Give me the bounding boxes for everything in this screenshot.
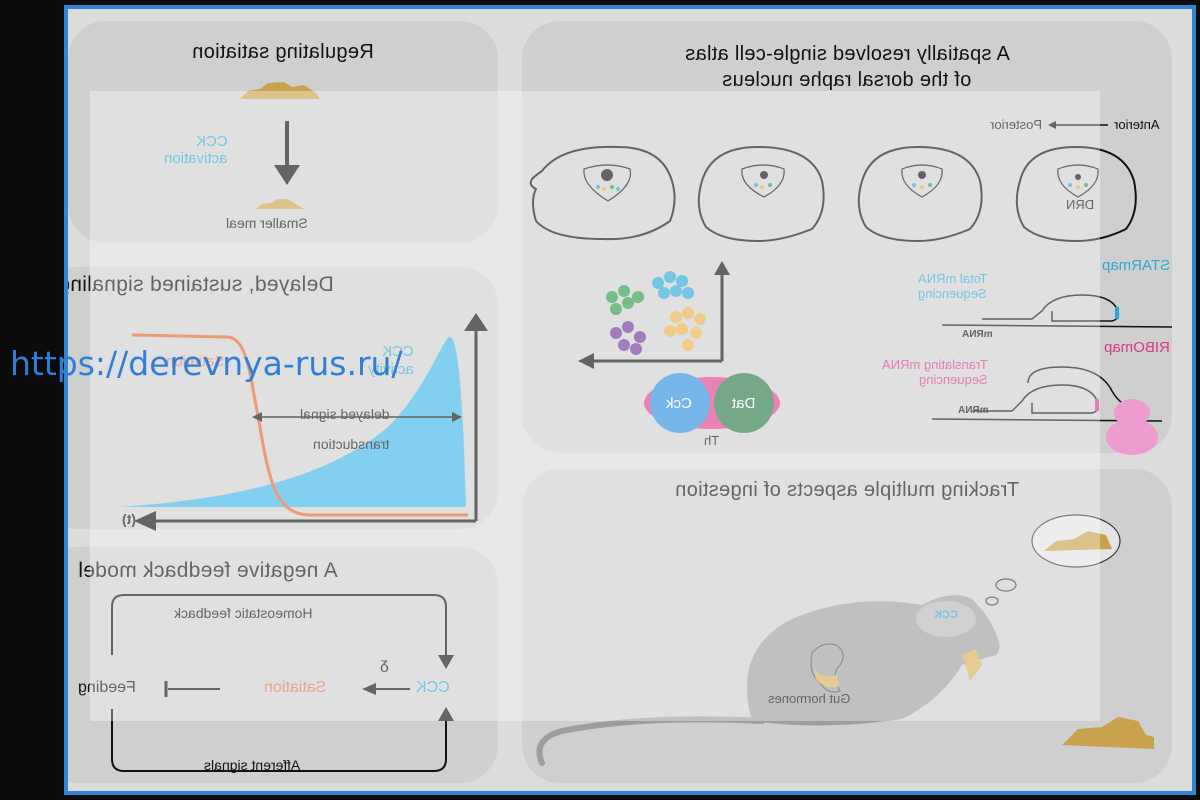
mouse-illustration [536, 514, 1154, 766]
brain-section-2 [697, 145, 825, 243]
homeostatic-feedback-label: Homeostatic feedback [174, 605, 313, 621]
signal-plot [120, 313, 488, 531]
y-axis-arrowhead [464, 313, 488, 331]
transduction-label: transduction [313, 436, 390, 452]
panel-feedback-model: A negative feedback model Homeostatic fe… [68, 547, 498, 783]
drn-cell-dots [596, 183, 1088, 191]
food-pile-ground-icon [1062, 717, 1154, 749]
cck-label: CCK [195, 133, 228, 150]
mouse-tail [536, 716, 765, 766]
cluster-blue [652, 271, 694, 299]
brain-sections [529, 145, 1137, 243]
cluster-plot [578, 261, 730, 369]
panel-tracking-ingestion: Tracking multiple aspects of ingestion C… [522, 469, 1172, 783]
watermark-link[interactable]: https://derevnya-rus.ru/ [10, 344, 403, 383]
starmap-probe-diagram [941, 294, 1173, 328]
brain-section-4 [1015, 145, 1137, 243]
ribomap-title: RIBOmap [1104, 339, 1170, 356]
mrna-label-starmap: mRNA [962, 329, 993, 340]
smaller-meal-label: Smaller meal [226, 215, 308, 231]
cluster-green [606, 285, 644, 315]
brain-cck-label: CCK [934, 609, 958, 621]
activation-label: activation [164, 150, 228, 167]
bottom-loop-line [111, 709, 447, 772]
screen-frame: Regulating satiation CCK activation Smal… [64, 5, 1196, 795]
panel-delayed-signaling: Delayed, sustained signaling Satiation C… [68, 267, 498, 531]
panel-title: A spatially resolved single-cell atlas [684, 43, 1010, 65]
cluster-yellow [664, 307, 706, 351]
food-pile-large-icon [240, 82, 320, 99]
ribomap-probe-diagram [931, 366, 1163, 455]
x-axis-arrowhead [134, 511, 156, 531]
starmap-title: STARmap [1102, 257, 1171, 274]
satiation-node: Satiation [264, 679, 327, 696]
thought-bubble [985, 514, 1121, 606]
drn-label: DRN [1066, 197, 1095, 212]
brain-section-1 [529, 145, 676, 241]
ribosome-small [1114, 399, 1150, 427]
delta-symbol: δ [380, 659, 389, 676]
delayed-signal-label: delayed signal [300, 406, 390, 422]
venn-diagram [644, 373, 780, 433]
anterior-posterior-arrow [1048, 121, 1108, 129]
gut-hormones-label: Gut hormones [768, 691, 851, 706]
satiation-curve [131, 333, 468, 517]
down-arrow-icon [274, 121, 300, 185]
mouse-brain-region [916, 601, 976, 637]
starmap-desc-line1: Total mRNA [918, 271, 988, 286]
posterior-label: Posterior [990, 117, 1043, 132]
venn-cck-label: Cck [666, 395, 692, 412]
brain-section-3 [857, 145, 983, 243]
ribosome-large [1106, 419, 1158, 455]
mrna-label-ribomap: mRNA [958, 405, 989, 416]
food-pile-small-icon [256, 199, 304, 209]
venn-dat-label: Dat [732, 395, 756, 412]
top-loop-line [111, 594, 447, 657]
feedback-loop-diagram [111, 594, 454, 772]
panel-subtitle: of the dorsal raphe nucleus [722, 69, 972, 91]
feeding-node: Feeding [78, 679, 136, 696]
panel-regulating-satiation: Regulating satiation CCK activation Smal… [68, 21, 498, 243]
venn-th-label: Th [704, 433, 720, 448]
cck-activity-area [120, 337, 466, 507]
panel-spatial-atlas: A spatially resolved single-cell atlas o… [522, 21, 1173, 455]
afferent-signals-label: Afferent signals [204, 757, 301, 773]
cck-node: CCK [416, 679, 450, 696]
anterior-label: Anterior [1114, 117, 1160, 132]
held-food-icon [962, 649, 982, 681]
time-axis-label: (t) [122, 511, 136, 527]
cluster-purple [610, 321, 646, 355]
panel-title: Regulating satiation [192, 41, 374, 63]
